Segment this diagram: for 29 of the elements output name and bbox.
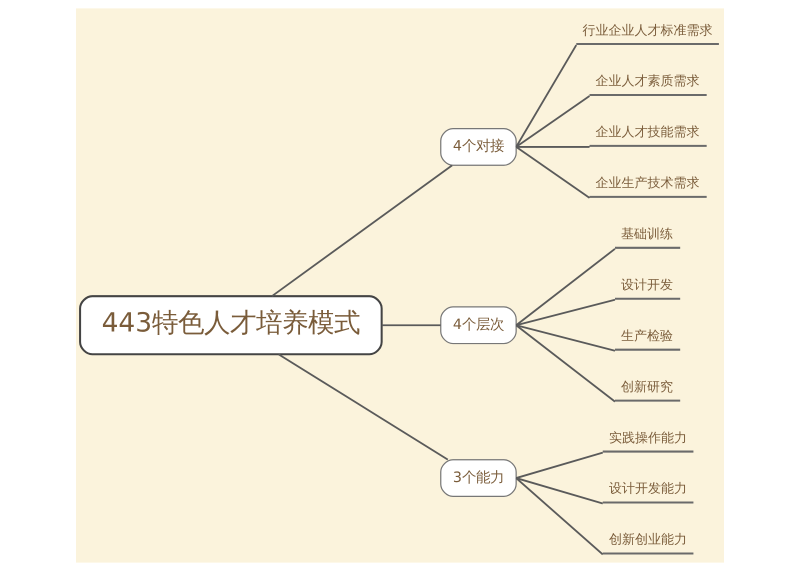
node-text: 企业生产技术需求 (595, 176, 700, 192)
node-text: 行业企业人才标准需求 (582, 23, 712, 38)
node-box: 3个能力 (440, 459, 516, 498)
connector (278, 354, 448, 460)
connector (515, 298, 615, 326)
connector (515, 477, 603, 556)
node-text: 基础训练 (620, 227, 673, 242)
connector (514, 44, 577, 148)
connector (515, 477, 603, 504)
node-text: 企业人才技能需求 (595, 125, 700, 140)
connector (516, 146, 589, 148)
connector (515, 452, 603, 479)
connector (515, 324, 615, 352)
connector (381, 324, 440, 326)
node-box: 4个层次 (440, 306, 516, 344)
node-text: 设计开发能力 (608, 482, 686, 497)
connector (515, 248, 616, 326)
node-text: 企业人才素质需求 (595, 74, 700, 90)
connector (515, 324, 616, 402)
node-box: 4个对接 (440, 128, 516, 166)
connector (270, 164, 452, 297)
node-text: 生产检验 (620, 328, 673, 344)
node-text: 创新研究 (620, 380, 673, 395)
connector (515, 95, 590, 148)
node-text: 设计开发 (620, 278, 673, 293)
node-text: 创新创业能力 (608, 532, 686, 548)
connector (515, 146, 590, 199)
node-box: 443特色人才培养模式 (78, 295, 382, 356)
node-text: 实践操作能力 (608, 430, 686, 446)
